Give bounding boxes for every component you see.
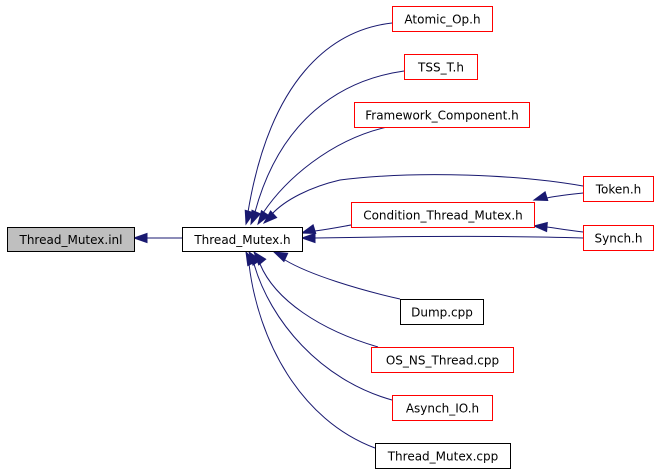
edge-asynch_io_h-to-thread_mutex_h — [248, 250, 393, 401]
node-atomic-op-h[interactable]: Atomic_Op.h — [392, 6, 493, 32]
node-label: Thread_Mutex.inl — [19, 233, 123, 247]
node-condition-thread-mutex-h[interactable]: Condition_Thread_Mutex.h — [351, 202, 535, 228]
arrowhead-icon — [300, 232, 316, 244]
node-label: OS_NS_Thread.cpp — [386, 354, 499, 368]
edge-thread_mutex_h-to-thread_mutex_inl — [132, 232, 182, 244]
node-label: Framework_Component.h — [365, 109, 519, 123]
node-label: Atomic_Op.h — [404, 13, 480, 27]
edge-line — [253, 263, 393, 401]
edge-line — [262, 126, 388, 214]
edge-token_h-to-thread_mutex_h — [262, 174, 584, 225]
arrowhead-icon — [300, 224, 317, 235]
node-label: Token.h — [595, 183, 642, 197]
edge-tss_t_h-to-thread_mutex_h — [250, 70, 405, 226]
arrowhead-icon — [257, 209, 270, 226]
node-dump-cpp[interactable]: Dump.cpp — [400, 299, 484, 325]
edge-framework_component_h-to-thread_mutex_h — [257, 126, 388, 226]
arrowhead-icon — [245, 250, 257, 267]
node-box[interactable] — [392, 6, 493, 32]
edge-dump_cpp-to-thread_mutex_h — [272, 251, 401, 300]
node-box[interactable] — [404, 54, 478, 80]
node-os-ns-thread-cpp[interactable]: OS_NS_Thread.cpp — [371, 347, 514, 373]
node-token-h[interactable]: Token.h — [583, 176, 654, 202]
arrowhead-icon — [132, 232, 148, 244]
node-thread-mutex-h[interactable]: Thread_Mutex.h — [182, 227, 303, 252]
edge-line — [284, 259, 401, 300]
node-thread-mutex-inl[interactable]: Thread_Mutex.inl — [7, 227, 135, 252]
node-box[interactable] — [7, 227, 135, 252]
node-box[interactable] — [400, 299, 484, 325]
edge-line — [254, 70, 405, 213]
node-label: TSS_T.h — [417, 61, 464, 75]
arrowhead-icon — [272, 251, 289, 263]
node-box[interactable] — [371, 347, 514, 373]
arrowhead-icon — [250, 209, 262, 226]
node-label: Thread_Mutex.h — [193, 233, 290, 247]
edges-layer — [132, 22, 584, 449]
edge-thread_mutex_cpp-to-thread_mutex_h — [245, 250, 376, 449]
edge-line — [271, 174, 584, 215]
edge-line — [248, 263, 376, 449]
edge-synch_h-to-condition_thread_mutex_h — [532, 221, 584, 233]
edge-os_ns_thread_cpp-to-thread_mutex_h — [253, 250, 379, 348]
edge-line — [314, 236, 584, 239]
node-label: Asynch_IO.h — [406, 402, 479, 416]
node-box[interactable] — [583, 225, 654, 251]
node-asynch-io-h[interactable]: Asynch_IO.h — [392, 395, 493, 421]
edge-synch_h-to-thread_mutex_h — [300, 232, 584, 244]
edge-line — [546, 192, 584, 199]
node-label: Condition_Thread_Mutex.h — [363, 209, 523, 223]
node-label: Dump.cpp — [411, 306, 473, 320]
edge-condition_thread_mutex_h-to-thread_mutex_h — [300, 224, 352, 235]
edge-token_h-to-condition_thread_mutex_h — [532, 191, 584, 202]
edge-line — [314, 224, 352, 232]
nodes-layer: Thread_Mutex.inl Thread_Mutex.h Atomic_Op.… — [7, 6, 654, 469]
node-synch-h[interactable]: Synch.h — [583, 225, 654, 251]
edge-line — [247, 22, 393, 213]
node-thread-mutex-cpp[interactable]: Thread_Mutex.cpp — [375, 443, 511, 469]
arrowhead-icon — [262, 210, 278, 225]
node-box[interactable] — [375, 443, 511, 469]
node-box[interactable] — [354, 102, 530, 128]
arrowhead-icon — [532, 221, 548, 233]
edge-line — [546, 226, 584, 233]
node-label: Thread_Mutex.cpp — [387, 450, 499, 464]
edge-line — [259, 263, 379, 348]
node-box[interactable] — [351, 202, 535, 228]
arrowhead-icon — [532, 191, 549, 202]
node-label: Synch.h — [595, 232, 643, 246]
node-tss-t-h[interactable]: TSS_T.h — [404, 54, 478, 80]
node-box[interactable] — [182, 227, 303, 252]
node-box[interactable] — [583, 176, 654, 202]
node-framework-component-h[interactable]: Framework_Component.h — [354, 102, 530, 128]
node-box[interactable] — [392, 395, 493, 421]
